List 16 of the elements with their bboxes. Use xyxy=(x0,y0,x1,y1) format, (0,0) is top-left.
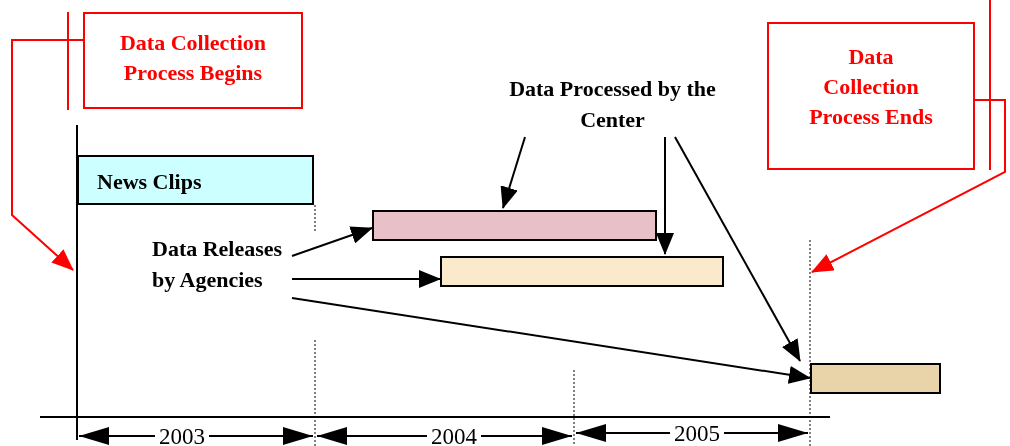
arrow xyxy=(291,270,441,288)
arrow xyxy=(11,39,84,271)
annotation-text: Data Processed by the Center xyxy=(505,73,720,135)
arrow xyxy=(656,136,674,255)
timeline-bar xyxy=(810,363,941,394)
callout-box: Data Collection Process Begins xyxy=(83,12,303,109)
arrow xyxy=(291,226,373,257)
timeline-bar xyxy=(372,210,657,241)
arrow xyxy=(811,99,1006,273)
arrow xyxy=(500,136,526,209)
timeline-bar: News Clips xyxy=(77,155,314,205)
timeline-bar xyxy=(440,256,724,287)
arrow xyxy=(674,136,801,362)
annotation-text: Data Releases by Agencies xyxy=(152,233,292,327)
arrow xyxy=(291,297,811,384)
callout-box: Data Collection Process Ends xyxy=(767,22,975,170)
